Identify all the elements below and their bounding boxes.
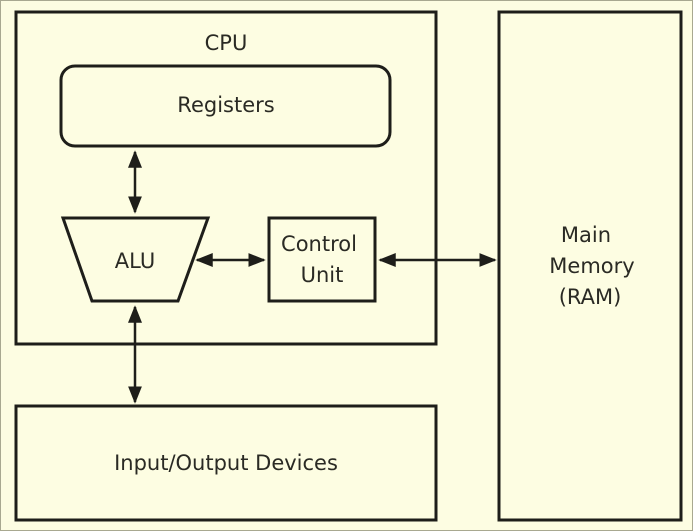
io-devices-label: Input/Output Devices	[114, 451, 338, 475]
alu-label: ALU	[115, 249, 155, 273]
registers-label: Registers	[177, 93, 274, 117]
cpu-label: CPU	[205, 31, 248, 55]
io-devices-box	[14, 404, 438, 522]
cpu-box	[14, 10, 438, 346]
control-unit-label-line2: Unit	[301, 263, 344, 287]
main-memory-label-line2: Memory	[549, 254, 634, 278]
registers-box	[59, 64, 392, 148]
main-memory-box	[497, 10, 683, 522]
main-memory-label-line3: (RAM)	[559, 285, 622, 309]
control-unit-label-line1: Control	[281, 232, 357, 256]
alu-shape	[60, 216, 211, 303]
main-memory-label-line1: Main	[561, 223, 611, 247]
control-unit-box	[267, 216, 377, 303]
